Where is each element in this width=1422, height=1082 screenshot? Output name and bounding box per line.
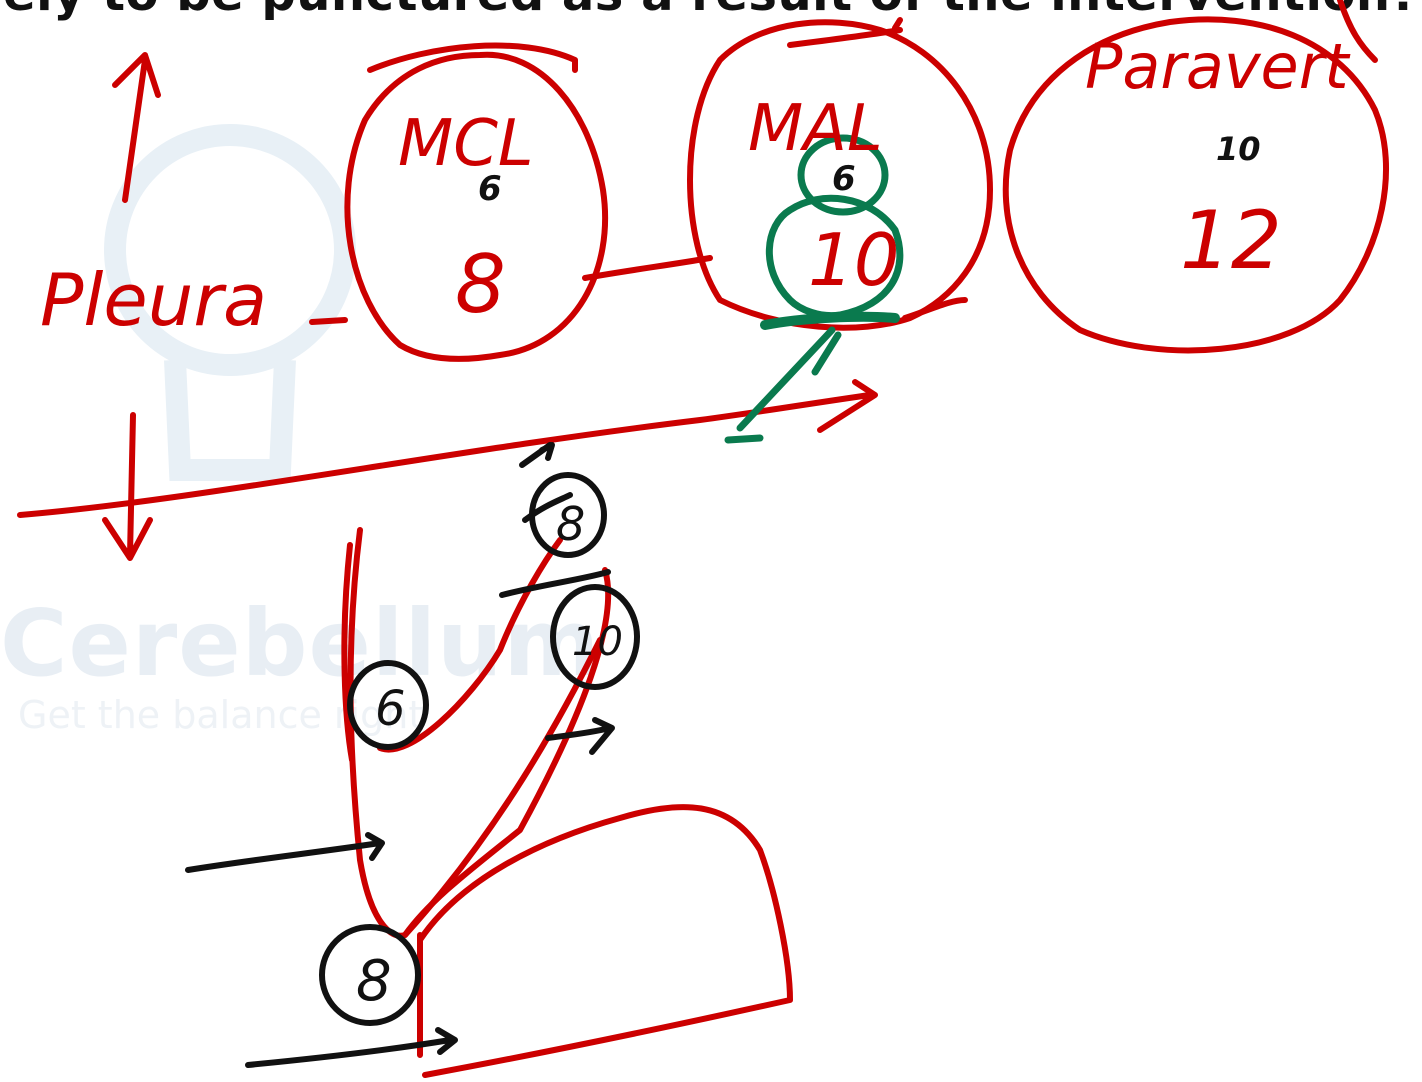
mal-range-start: 6 (832, 159, 856, 199)
top-circle-number: 8 (556, 497, 585, 551)
paravert-range-end: 12 (1180, 194, 1282, 287)
long-arrow-icon (20, 382, 875, 515)
paravert-label: Paravert (1085, 30, 1351, 103)
mal-range-end: 10 (808, 218, 900, 302)
left-circle-number: 6 (375, 681, 406, 737)
bottom-circle-number: 8 (356, 949, 392, 1014)
pleura-dash (312, 320, 345, 322)
mcl-range-end: 8 (455, 238, 506, 331)
green-pointer-icon (728, 330, 838, 440)
paravert-range-start: 10 (1216, 130, 1261, 168)
middle-circle-number: 10 (572, 619, 623, 665)
mal-label: MAL (748, 92, 883, 166)
mcl-range-start: 6 (478, 169, 502, 209)
pleura-label: Pleura (40, 258, 267, 342)
mcl-label: MCL (398, 107, 534, 181)
mcl-mal-connector (585, 258, 710, 278)
down-arrow-icon (105, 415, 150, 558)
